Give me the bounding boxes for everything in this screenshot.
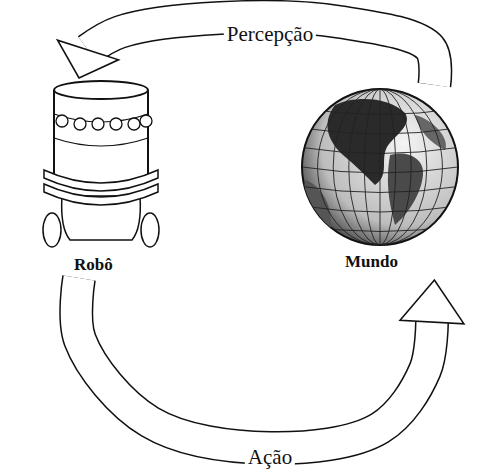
robot-illustration	[40, 78, 170, 278]
arrow-band-fill	[88, 17, 435, 85]
world-node: Mundo	[295, 85, 465, 280]
globe-illustration	[295, 85, 465, 280]
arrow-band-fill	[76, 278, 432, 448]
node-label: Robô	[72, 256, 115, 275]
arrow-head	[400, 280, 464, 324]
arrow-head	[58, 40, 119, 78]
arrow-label: Ação	[245, 446, 295, 469]
arrow-band-outline	[88, 17, 435, 85]
curved-arrow	[76, 278, 464, 448]
arrow-band-outline	[76, 278, 432, 448]
arrow-label: Percepção	[224, 23, 316, 46]
robot-node: Robô	[40, 78, 170, 278]
curved-arrow	[58, 17, 436, 85]
node-label: Mundo	[343, 253, 400, 272]
